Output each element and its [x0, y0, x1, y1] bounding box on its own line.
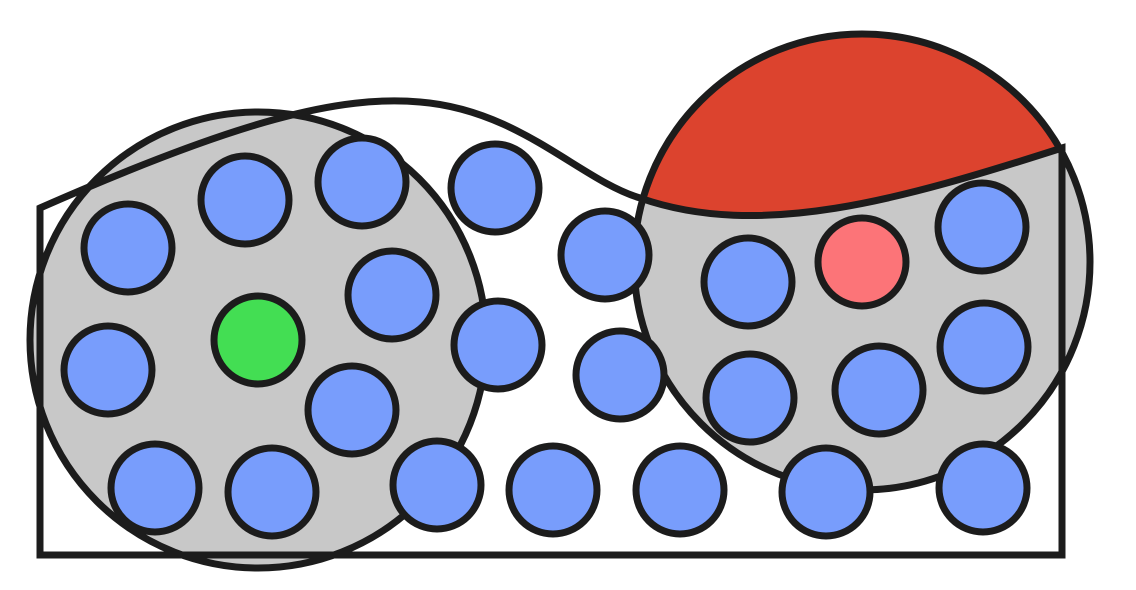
blue-particle: [447, 140, 543, 236]
red-particle: [814, 214, 910, 310]
blue-particle: [60, 322, 156, 418]
container-outline: [36, 97, 1066, 559]
blue-particle: [778, 444, 874, 540]
blue-particle: [344, 247, 440, 343]
blue-particle: [107, 440, 203, 536]
blue-particle: [632, 442, 728, 538]
blue-particle: [450, 297, 546, 393]
blue-particle: [304, 362, 400, 458]
blue-particle: [934, 179, 1030, 275]
blue-particle: [505, 442, 601, 538]
blue-particle: [572, 327, 668, 423]
blue-particle: [702, 350, 798, 446]
blue-particle: [389, 437, 485, 533]
blue-particle: [700, 234, 796, 330]
blue-particle: [557, 207, 653, 303]
green-particle: [210, 292, 306, 388]
blue-particle: [224, 444, 320, 540]
blue-particle: [314, 134, 410, 230]
blue-particle: [936, 299, 1032, 395]
particles-group: [60, 134, 1032, 540]
blue-particle: [935, 440, 1031, 536]
blue-particle: [831, 342, 927, 438]
blue-particle: [80, 200, 176, 296]
blue-particle: [197, 152, 293, 248]
